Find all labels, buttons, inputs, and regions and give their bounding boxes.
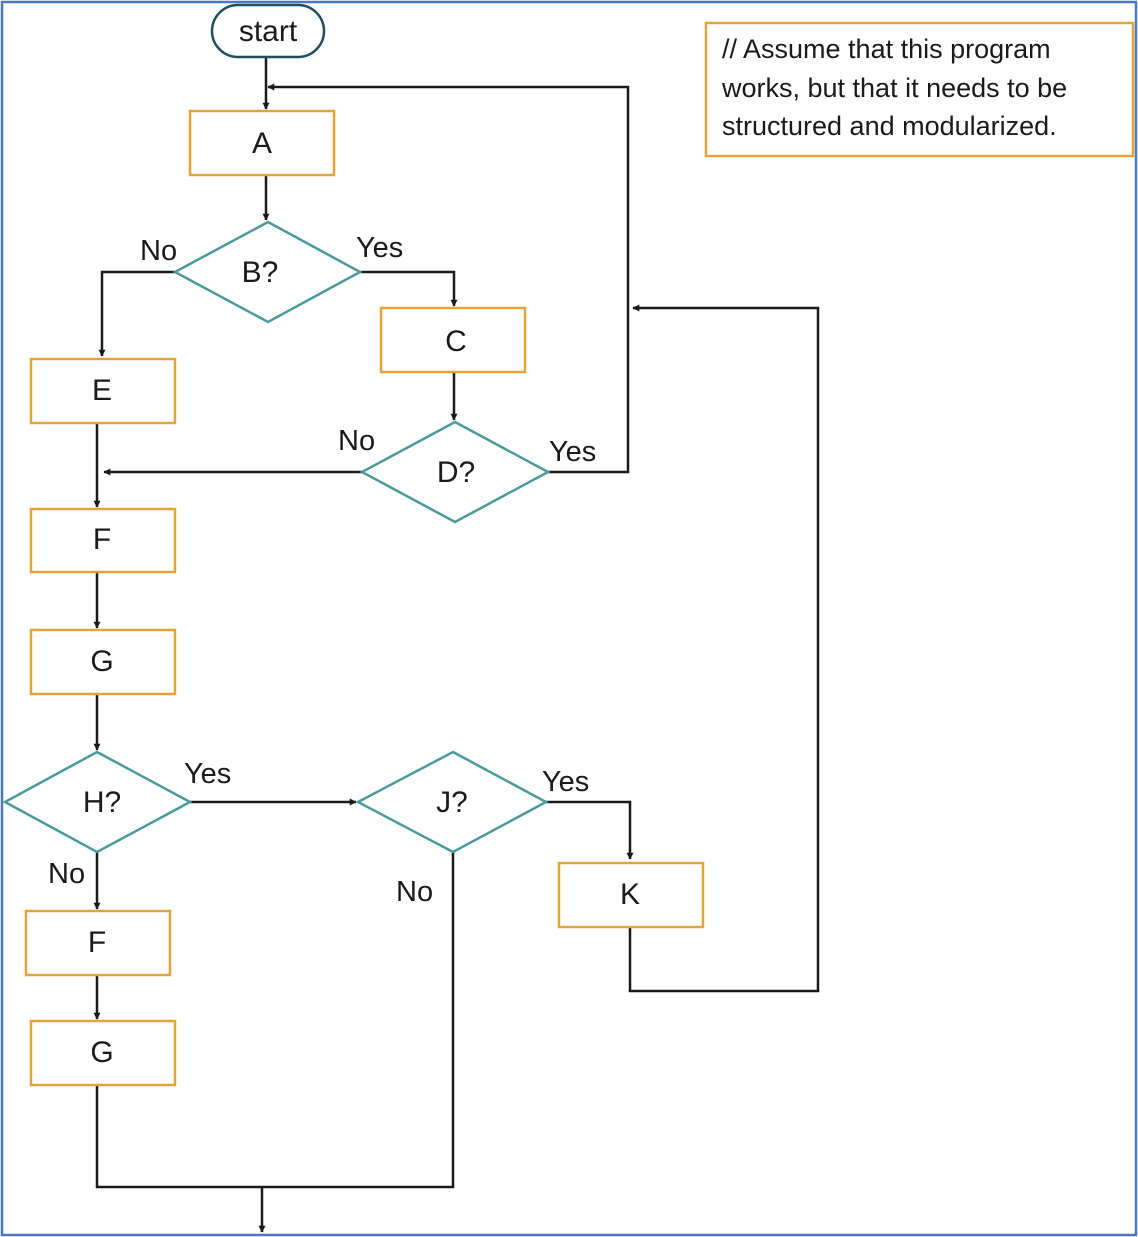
decision-d-label: D? xyxy=(437,456,475,489)
note-line-1: // Assume that this program xyxy=(722,34,1051,64)
arrow-b-no-to-e xyxy=(98,270,175,357)
note-line-3: structured and modularized. xyxy=(722,111,1057,141)
start-terminal: start xyxy=(210,3,326,59)
connectors xyxy=(93,56,820,1233)
process-a: A xyxy=(188,109,336,177)
process-a-label: A xyxy=(252,127,272,160)
decision-h-label: H? xyxy=(83,786,121,819)
edge-label-d-no: No xyxy=(338,425,375,457)
process-f-upper: F xyxy=(29,507,177,574)
edge-label-j-no: No xyxy=(396,876,433,908)
decision-j: J? xyxy=(355,750,549,854)
decision-b: B? xyxy=(172,220,363,324)
process-e-label: E xyxy=(92,374,112,407)
process-g-upper-label: G xyxy=(90,645,113,678)
edge-label-b-no: No xyxy=(140,235,177,267)
process-k-label: K xyxy=(620,878,640,911)
process-g-lower: G xyxy=(29,1019,177,1087)
process-e: E xyxy=(29,357,177,425)
process-f-upper-label: F xyxy=(93,523,111,556)
arrow-j-yes-to-k xyxy=(546,800,634,860)
note-line-2: works, but that it needs to be xyxy=(721,73,1067,103)
process-c-label: C xyxy=(445,325,467,358)
edge-label-h-yes: Yes xyxy=(184,758,231,790)
arrow-k-loop xyxy=(628,304,820,993)
start-label: start xyxy=(239,15,298,48)
decision-j-label: J? xyxy=(436,786,468,819)
process-c: C xyxy=(379,306,527,374)
process-k: K xyxy=(557,861,705,929)
arrow-d-yes-loop xyxy=(267,83,630,474)
note-box: // Assume that this program works, but t… xyxy=(704,21,1135,158)
process-f-lower: F xyxy=(24,909,172,977)
process-g-upper: G xyxy=(29,628,177,696)
process-f-lower-label: F xyxy=(88,926,106,959)
decision-d: D? xyxy=(359,420,551,524)
decision-b-label: B? xyxy=(242,256,279,289)
edge-label-d-yes: Yes xyxy=(549,436,596,468)
arrow-b-yes-to-c xyxy=(360,270,458,307)
edge-label-b-yes: Yes xyxy=(356,232,403,264)
merge-line xyxy=(95,852,455,1189)
edge-label-j-yes: Yes xyxy=(542,766,589,798)
decision-h: H? xyxy=(2,750,193,854)
process-g-lower-label: G xyxy=(90,1036,113,1069)
edge-label-h-no: No xyxy=(48,858,85,890)
